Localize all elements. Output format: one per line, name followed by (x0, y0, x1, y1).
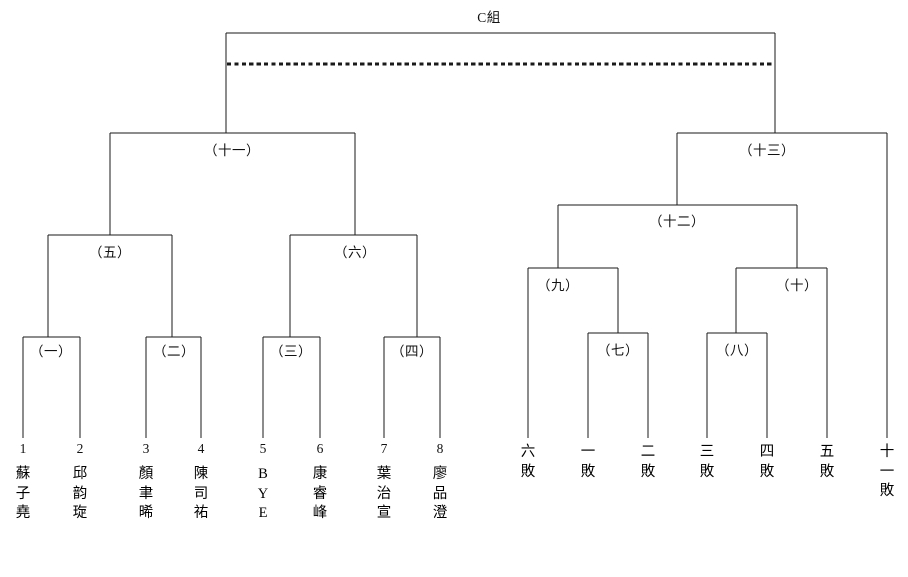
seed-number-1: 1 (19, 441, 27, 456)
seed-number-4: 4 (197, 441, 205, 456)
player-name-1-char-1: 子 (15, 485, 31, 502)
player-name-5: B Y E (252, 465, 274, 524)
player-name-2: 邱 韵 琁 (69, 465, 91, 524)
loser-slot-3-char-0: 三 (699, 444, 715, 460)
player-name-6-char-1: 睿 (312, 485, 328, 502)
match-label-12: （十二） (649, 214, 705, 229)
player-name-2-char-2: 琁 (72, 505, 88, 521)
loser-slot-6-char-1: 敗 (520, 463, 536, 480)
loser-slot-1: 一 敗 (577, 443, 599, 482)
loser-slot-3-char-1: 敗 (699, 463, 715, 480)
player-name-6: 康 睿 峰 (309, 465, 331, 524)
seed-number-6: 6 (316, 441, 324, 456)
player-name-7: 葉 治 宣 (373, 465, 395, 524)
player-name-6-char-2: 峰 (312, 505, 328, 521)
match-label-3: （三） (270, 344, 312, 359)
loser-slot-11: 十 一 敗 (876, 443, 898, 502)
loser-slot-5-char-0: 五 (819, 444, 835, 460)
player-name-7-char-2: 宣 (376, 505, 392, 521)
match-label-10: （十） (776, 278, 818, 293)
loser-slot-2-char-1: 敗 (640, 463, 656, 480)
loser-slot-1-char-0: 一 (580, 444, 596, 460)
loser-slot-6: 六 敗 (517, 443, 539, 482)
match-label-7: （七） (597, 343, 639, 358)
player-name-1: 蘇 子 堯 (12, 465, 34, 524)
loser-slot-11-char-1: 一 (879, 463, 895, 480)
match-label-6: （六） (334, 245, 376, 260)
bracket-title: C組 (477, 10, 501, 25)
loser-slot-4-char-0: 四 (759, 444, 775, 460)
match-label-4: （四） (391, 344, 433, 359)
player-name-4-char-0: 陳 (193, 466, 209, 482)
player-name-8-char-0: 廖 (432, 466, 448, 482)
loser-slot-2-char-0: 二 (640, 444, 656, 460)
player-name-8: 廖 品 澄 (429, 465, 451, 524)
match-label-2: （二） (153, 344, 195, 359)
player-name-1-char-2: 堯 (15, 505, 31, 521)
player-name-3-char-1: 聿 (138, 485, 154, 502)
match-label-8: （八） (716, 343, 758, 358)
seed-number-2: 2 (76, 441, 84, 456)
loser-slot-11-char-2: 敗 (879, 483, 895, 499)
match-label-13: （十三） (739, 143, 795, 158)
player-name-3-char-2: 晞 (138, 505, 154, 521)
loser-slot-5: 五 敗 (816, 443, 838, 482)
loser-slot-6-char-0: 六 (520, 444, 536, 460)
player-name-5-char-2: E (258, 505, 268, 521)
player-name-7-char-1: 治 (376, 485, 392, 502)
loser-slot-4: 四 敗 (756, 443, 778, 482)
match-label-11: （十一） (204, 143, 260, 158)
player-name-1-char-0: 蘇 (15, 466, 31, 482)
seed-number-3: 3 (142, 441, 150, 456)
loser-slot-3: 三 敗 (696, 443, 718, 482)
loser-slot-4-char-1: 敗 (759, 463, 775, 480)
player-name-3-char-0: 顏 (138, 466, 154, 482)
player-name-2-char-0: 邱 (72, 466, 88, 482)
player-name-4: 陳 司 祐 (190, 465, 212, 524)
player-name-3: 顏 聿 晞 (135, 465, 157, 524)
player-name-4-char-1: 司 (193, 485, 209, 502)
player-name-5-char-0: B (258, 466, 268, 482)
match-label-9: （九） (537, 278, 579, 293)
seed-number-8: 8 (436, 441, 444, 456)
player-name-2-char-1: 韵 (72, 485, 88, 502)
player-name-6-char-0: 康 (312, 466, 328, 482)
player-name-8-char-1: 品 (432, 485, 448, 502)
player-name-5-char-1: Y (257, 485, 269, 502)
match-label-5: （五） (89, 245, 131, 260)
match-label-1: （一） (30, 344, 72, 359)
seed-number-7: 7 (380, 441, 388, 456)
player-name-7-char-0: 葉 (376, 466, 392, 482)
loser-slot-5-char-1: 敗 (819, 463, 835, 480)
loser-slot-11-char-0: 十 (879, 444, 895, 460)
loser-slot-2: 二 敗 (637, 443, 659, 482)
loser-slot-1-char-1: 敗 (580, 463, 596, 480)
player-name-8-char-2: 澄 (432, 505, 448, 521)
seed-number-5: 5 (259, 441, 267, 456)
player-name-4-char-2: 祐 (193, 505, 209, 521)
